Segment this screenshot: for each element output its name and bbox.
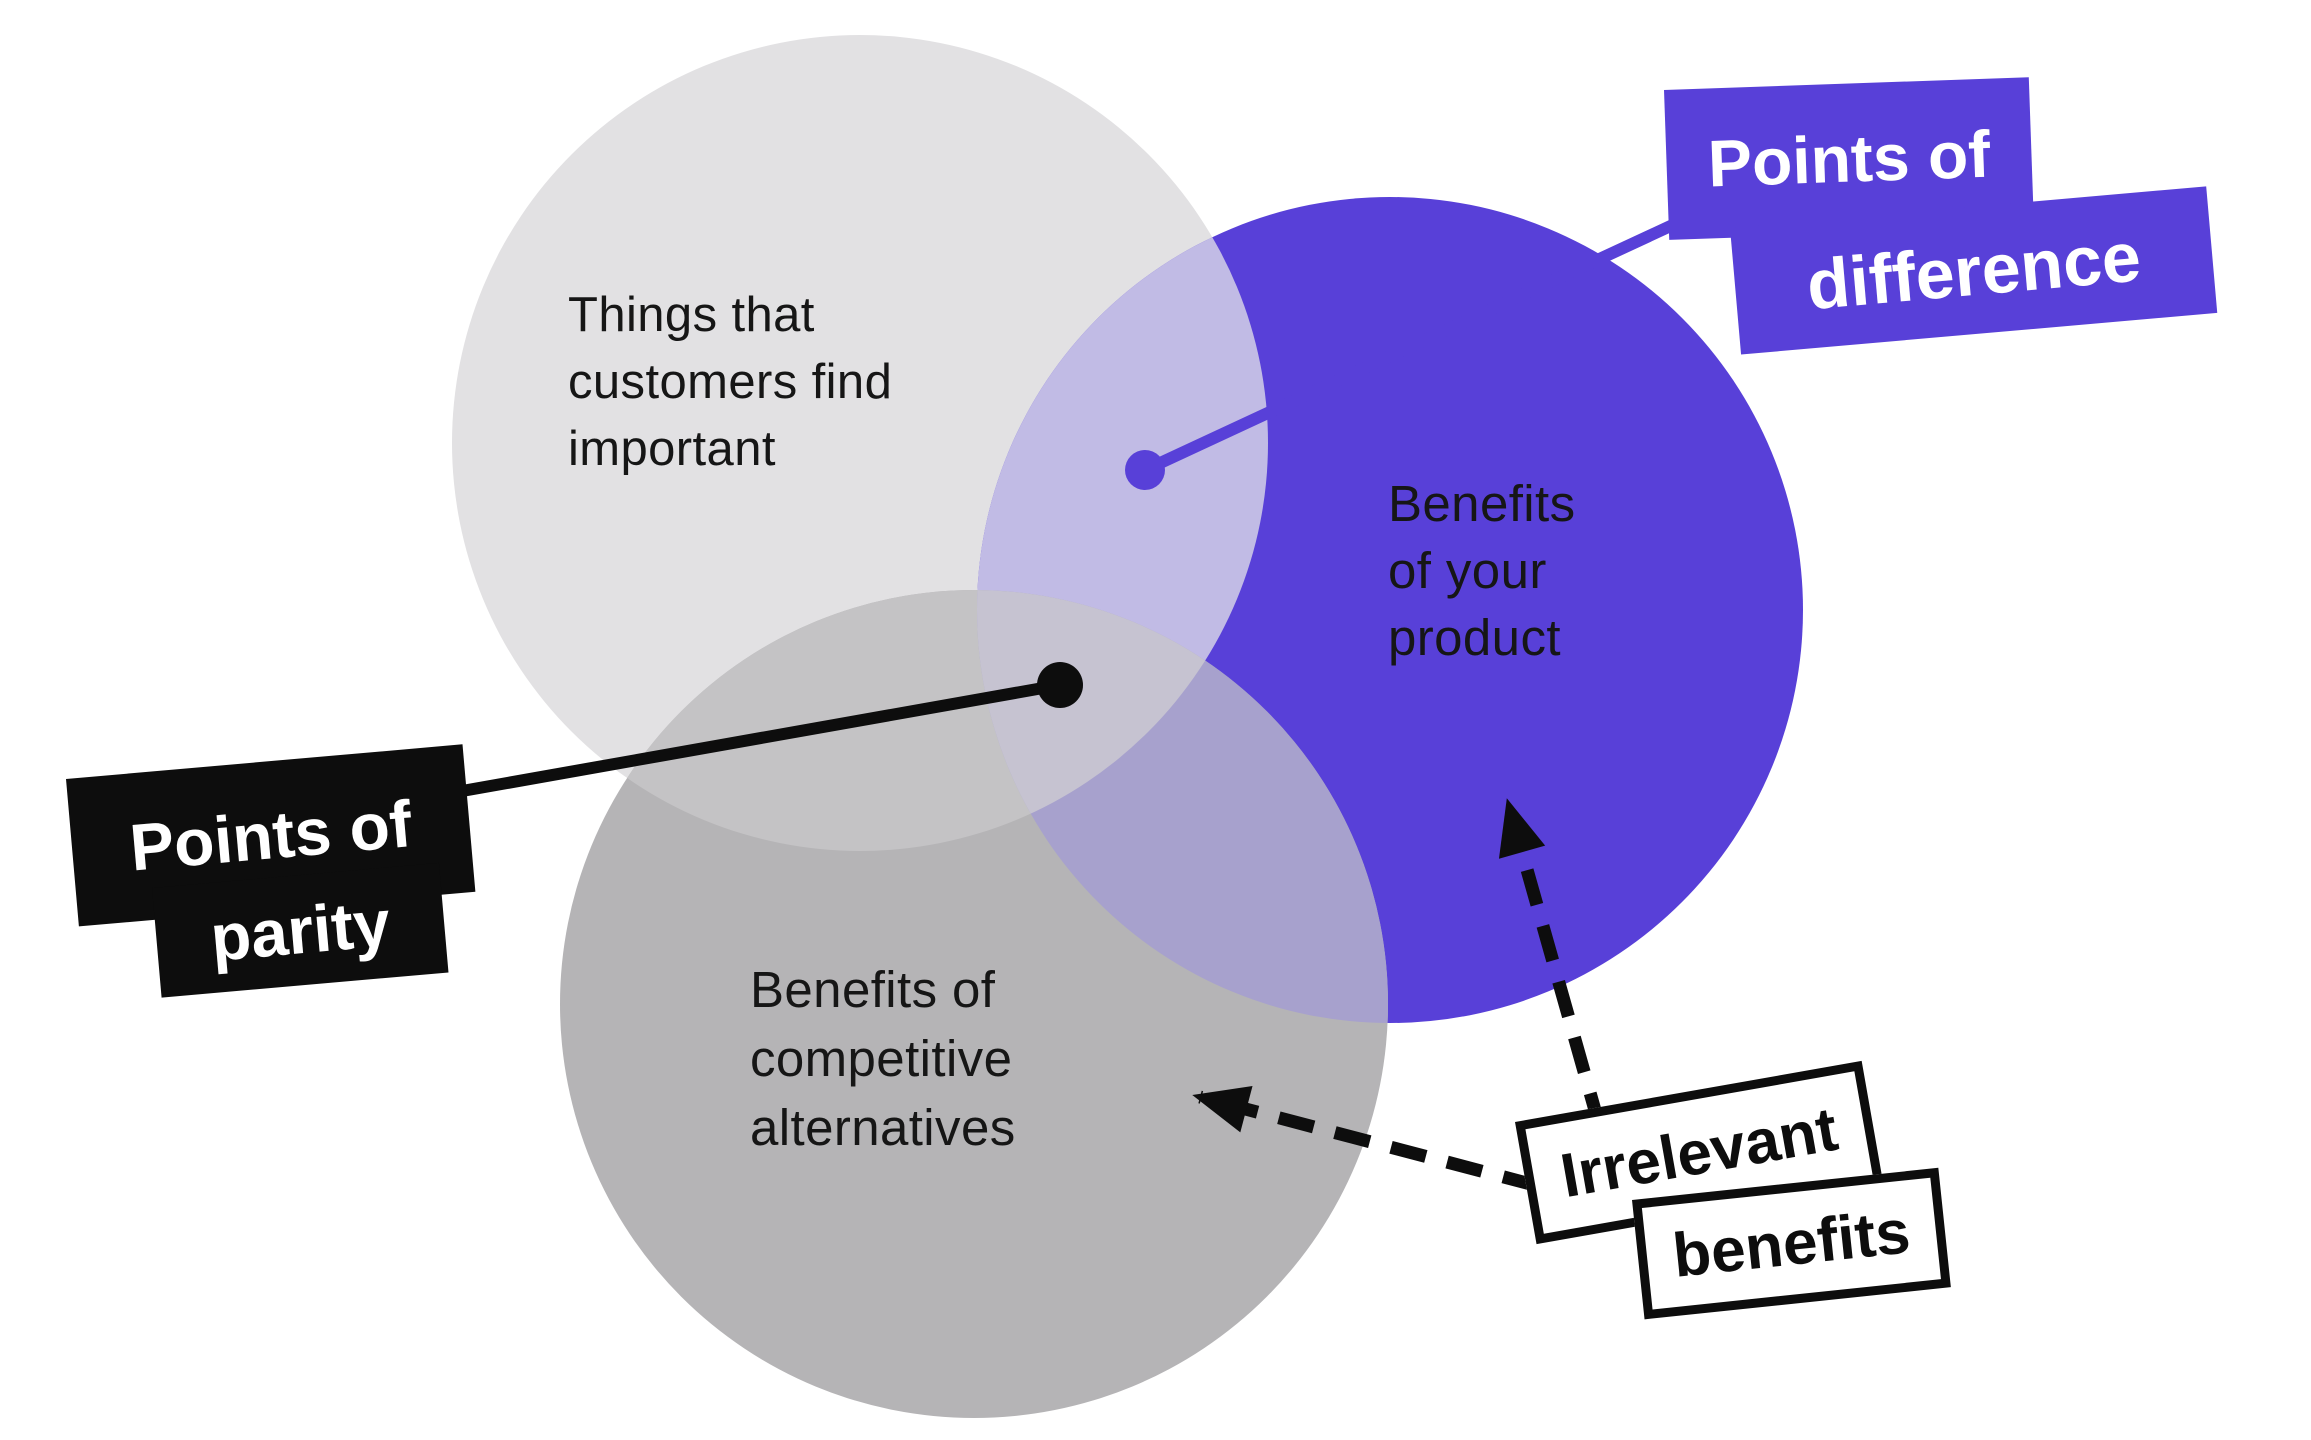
irrelevant-arrow-to-competitors (1192, 1086, 1540, 1193)
difference-connector-dot (1125, 450, 1165, 490)
competitors-label-line1: Benefits of (750, 961, 996, 1018)
product-circle-label: Benefits of your product (1388, 470, 1575, 671)
customers-label-line2: customers find (568, 355, 893, 409)
customers-label-line3: important (568, 422, 776, 476)
difference-connector-line (1142, 204, 1708, 476)
product-label-line3: product (1388, 609, 1561, 666)
parity-connector-dot (1037, 662, 1083, 708)
customers-circle-label: Things that customers find important (568, 282, 892, 483)
competitors-label-line2: competitive (750, 1030, 1013, 1087)
product-label-line2: of your (1388, 542, 1547, 599)
overlap-product-competitors (977, 590, 1388, 1023)
competitors-circle-label: Benefits of competitive alternatives (750, 955, 1016, 1162)
competitors-label-line3: alternatives (750, 1099, 1016, 1156)
parity-connector-line (398, 679, 1062, 808)
product-label-line1: Benefits (1388, 475, 1576, 532)
customers-label-line1: Things that (568, 288, 815, 342)
